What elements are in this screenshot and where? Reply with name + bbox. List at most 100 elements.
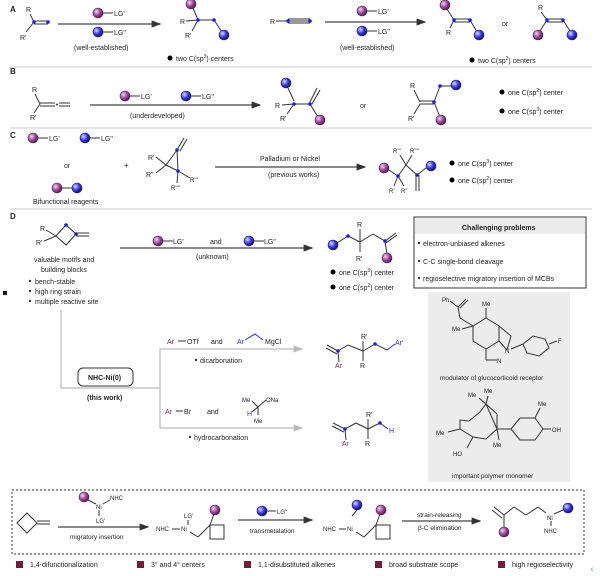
features-bar: 1,4-difunctionalization 3° and 4° center… bbox=[16, 561, 574, 569]
feature-item: high ring strain bbox=[35, 289, 81, 296]
and-label: and bbox=[211, 339, 223, 346]
r-label: R'''' bbox=[410, 149, 419, 155]
condition-label: (unknown) bbox=[196, 254, 229, 261]
product-sp3: R R' bbox=[180, 0, 230, 41]
blue-reagent-ball-icon bbox=[356, 25, 368, 37]
panel-d: D R R' valuable motifs and building bloc… bbox=[3, 212, 587, 482]
feature-label: 1,4-difunctionalization bbox=[30, 562, 98, 569]
challenges-title: Challenging problems bbox=[462, 225, 536, 232]
hydrocarbonation-arrow bbox=[159, 388, 304, 432]
molecule2-caption: important polymer monomer bbox=[452, 473, 534, 480]
margin-marker bbox=[3, 291, 7, 295]
me-label: Me bbox=[482, 302, 491, 308]
panel-label-c: C bbox=[10, 131, 16, 140]
n-label: N bbox=[497, 359, 501, 365]
r-label: R bbox=[357, 222, 362, 229]
challenge-item: C-C single-bond cleavage bbox=[423, 259, 504, 266]
intermediate-2: NHC Ni bbox=[323, 499, 391, 540]
mcp-substrate: R' R" R''' R'''' bbox=[146, 137, 198, 192]
r-label: R' bbox=[389, 189, 394, 195]
r-double-prime-label: R" bbox=[146, 172, 154, 179]
feature-square-icon bbox=[498, 561, 505, 568]
hydrocarbonation-label: hydrocarbonation bbox=[194, 435, 248, 442]
feature-square-icon bbox=[137, 561, 144, 568]
ar-label: Ar bbox=[335, 363, 343, 370]
panel-label-d: D bbox=[10, 212, 16, 221]
reagent-lg2: LG" bbox=[114, 30, 126, 37]
bullet-icon bbox=[469, 57, 475, 63]
or-label: or bbox=[64, 163, 71, 170]
oh-label: OH bbox=[552, 428, 561, 434]
blue-reagent-ball-icon bbox=[92, 26, 104, 38]
mcb-substrate: R R' bbox=[36, 223, 89, 247]
dicarbonation-product: Ar R' R Ar' bbox=[325, 334, 403, 370]
catalyst-label: NHC-Ni(0) bbox=[88, 375, 121, 382]
ph-label: Ph bbox=[442, 298, 449, 304]
ar-label: Ar bbox=[342, 441, 350, 448]
ona-label: ONa bbox=[266, 398, 279, 404]
r-prime-label: R' bbox=[20, 35, 26, 42]
intermediate-1: LG' NHC Ni bbox=[156, 504, 225, 540]
result-sp2: two C(sp2) centers bbox=[478, 56, 536, 65]
f-label: F bbox=[558, 339, 562, 345]
r-prime-label: R' bbox=[36, 240, 42, 247]
reagent-lg2: LG" bbox=[101, 136, 113, 143]
hydrocarbonation-reagents: Ar Br and Me ONa H Me hydrocarbonation bbox=[165, 398, 279, 442]
challenges-box: Challenging problems electron-unbiased a… bbox=[413, 216, 587, 289]
challenge-item: electron-unbiased alkenes bbox=[423, 241, 505, 248]
nhc-label: NHC bbox=[156, 527, 170, 533]
ni-complex-reagent: Ni NHC LG' bbox=[78, 491, 124, 525]
purple-reagent-ball-icon bbox=[27, 132, 39, 144]
r-label: R bbox=[360, 363, 365, 370]
catalyst-box bbox=[77, 367, 134, 387]
br-label: Br bbox=[184, 409, 192, 416]
reagent-lg1: LG' bbox=[378, 9, 389, 16]
dicarbonation-arrow bbox=[159, 345, 304, 388]
applications-box bbox=[428, 292, 570, 482]
nhc-label: NHC bbox=[323, 527, 337, 533]
reagent-lg1: LG' bbox=[141, 94, 152, 101]
me-label: Me bbox=[538, 402, 547, 408]
me-label: Me bbox=[242, 398, 251, 404]
bullet-sp2: one C(sp2) center bbox=[458, 176, 514, 185]
reagent-lg1: LG' bbox=[173, 239, 184, 246]
or-label: or bbox=[502, 21, 509, 28]
and-label: and bbox=[210, 239, 222, 246]
blue-reagent-ball-icon bbox=[256, 505, 268, 517]
r-label: R bbox=[275, 103, 280, 110]
r-label: R bbox=[365, 441, 370, 448]
bullet-icon bbox=[449, 160, 455, 166]
nhc-label: NHC bbox=[110, 496, 124, 502]
r-label: R bbox=[26, 7, 31, 14]
polymer-monomer-structure: Me Me Me HO Me Me OH bbox=[436, 389, 561, 458]
me-label: Me bbox=[493, 443, 502, 449]
feature-square-icon bbox=[244, 561, 251, 568]
condition-bottom: (previous works) bbox=[268, 172, 319, 179]
allene-substrate: R R' bbox=[30, 87, 70, 122]
blue-reagent-ball-icon bbox=[180, 90, 192, 102]
me-label: Me bbox=[468, 393, 477, 399]
me-label: Me bbox=[436, 431, 445, 437]
and-label: and bbox=[207, 409, 219, 416]
ar-label: Ar bbox=[237, 339, 245, 346]
step2-label: transmetalation bbox=[250, 528, 295, 535]
feature-label: broad substrate scope bbox=[389, 562, 458, 569]
nhc-label: NHC bbox=[544, 529, 558, 535]
otf-label: OTf bbox=[187, 339, 199, 346]
bifunctional-label: Bifunctional reagents bbox=[33, 199, 99, 206]
r-label: R" bbox=[401, 189, 407, 195]
n-label: N bbox=[505, 349, 509, 355]
r-label: R bbox=[410, 83, 415, 90]
condition-label: (well-established) bbox=[74, 45, 128, 52]
feature-square-icon bbox=[16, 561, 23, 568]
alkyne-substrate: R bbox=[270, 18, 312, 26]
r-label: R bbox=[180, 19, 185, 26]
or-label: or bbox=[360, 103, 367, 110]
bifunctional-purple-ball-icon bbox=[51, 182, 63, 194]
mgcl-label: MgCl bbox=[265, 339, 282, 346]
r-prime-label: R' bbox=[148, 155, 154, 162]
step3-label-top: strain-releasing bbox=[417, 512, 462, 519]
collapse-chevron-icon[interactable]: ‹ bbox=[590, 565, 594, 575]
r-label: R''' bbox=[393, 149, 401, 155]
me-label: Me bbox=[452, 327, 461, 333]
